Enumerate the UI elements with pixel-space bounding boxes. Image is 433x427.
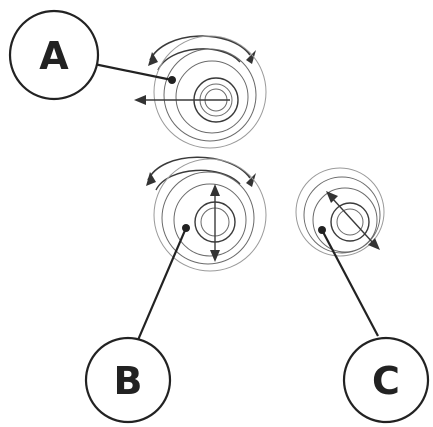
diagonal-arrowhead-down (368, 238, 380, 250)
callout-a-circle (8, 9, 100, 101)
rotation-arrow-outer (149, 35, 251, 61)
rotation-arrow-inner (155, 169, 241, 191)
knob-b-ring-outer (153, 158, 267, 272)
callout-a-label: A (39, 34, 69, 78)
knob-c-ring-outer (295, 167, 385, 257)
rotation-arrowhead-outer (246, 173, 256, 187)
knob-c-ring-mid (303, 176, 381, 254)
rotation-arrow-outer (147, 156, 251, 181)
diagonal-arrowhead-up (326, 191, 338, 203)
leader-line-a (93, 62, 173, 82)
knob-c-shaft-outer (330, 202, 370, 242)
rotation-arrowhead-left (148, 52, 158, 66)
rotation-arrowhead-left (146, 172, 156, 186)
rotation-arrowhead-outer (246, 50, 256, 64)
callout-b-label: B (114, 359, 143, 403)
knob-b-ring-body (173, 183, 247, 257)
rotation-arrow-inner (157, 48, 241, 71)
up-arrowhead (210, 184, 220, 196)
knob-a-ring-body (175, 60, 249, 134)
leader-line-c (321, 229, 379, 337)
knob-a-ring-mid (163, 48, 257, 142)
callout-a: A (8, 9, 100, 101)
knob-c-shaft-inner (336, 208, 364, 236)
knob-b (146, 156, 267, 272)
knob-b-ring-mid (161, 171, 255, 265)
callout-c-label: C (372, 359, 400, 403)
pull-arrowhead (134, 95, 146, 105)
diagonal-arrow-line (331, 197, 375, 245)
callout-c-circle (342, 336, 430, 424)
callout-c: C (342, 336, 430, 424)
leader-line-b (136, 227, 188, 341)
knob-c (295, 167, 385, 257)
callout-b: B (84, 336, 172, 424)
knob-a (134, 35, 267, 149)
callout-b-circle (84, 336, 172, 424)
down-arrowhead (210, 250, 220, 262)
knob-a-ring-outer (153, 35, 267, 149)
knob-c-ring-body (312, 187, 378, 253)
